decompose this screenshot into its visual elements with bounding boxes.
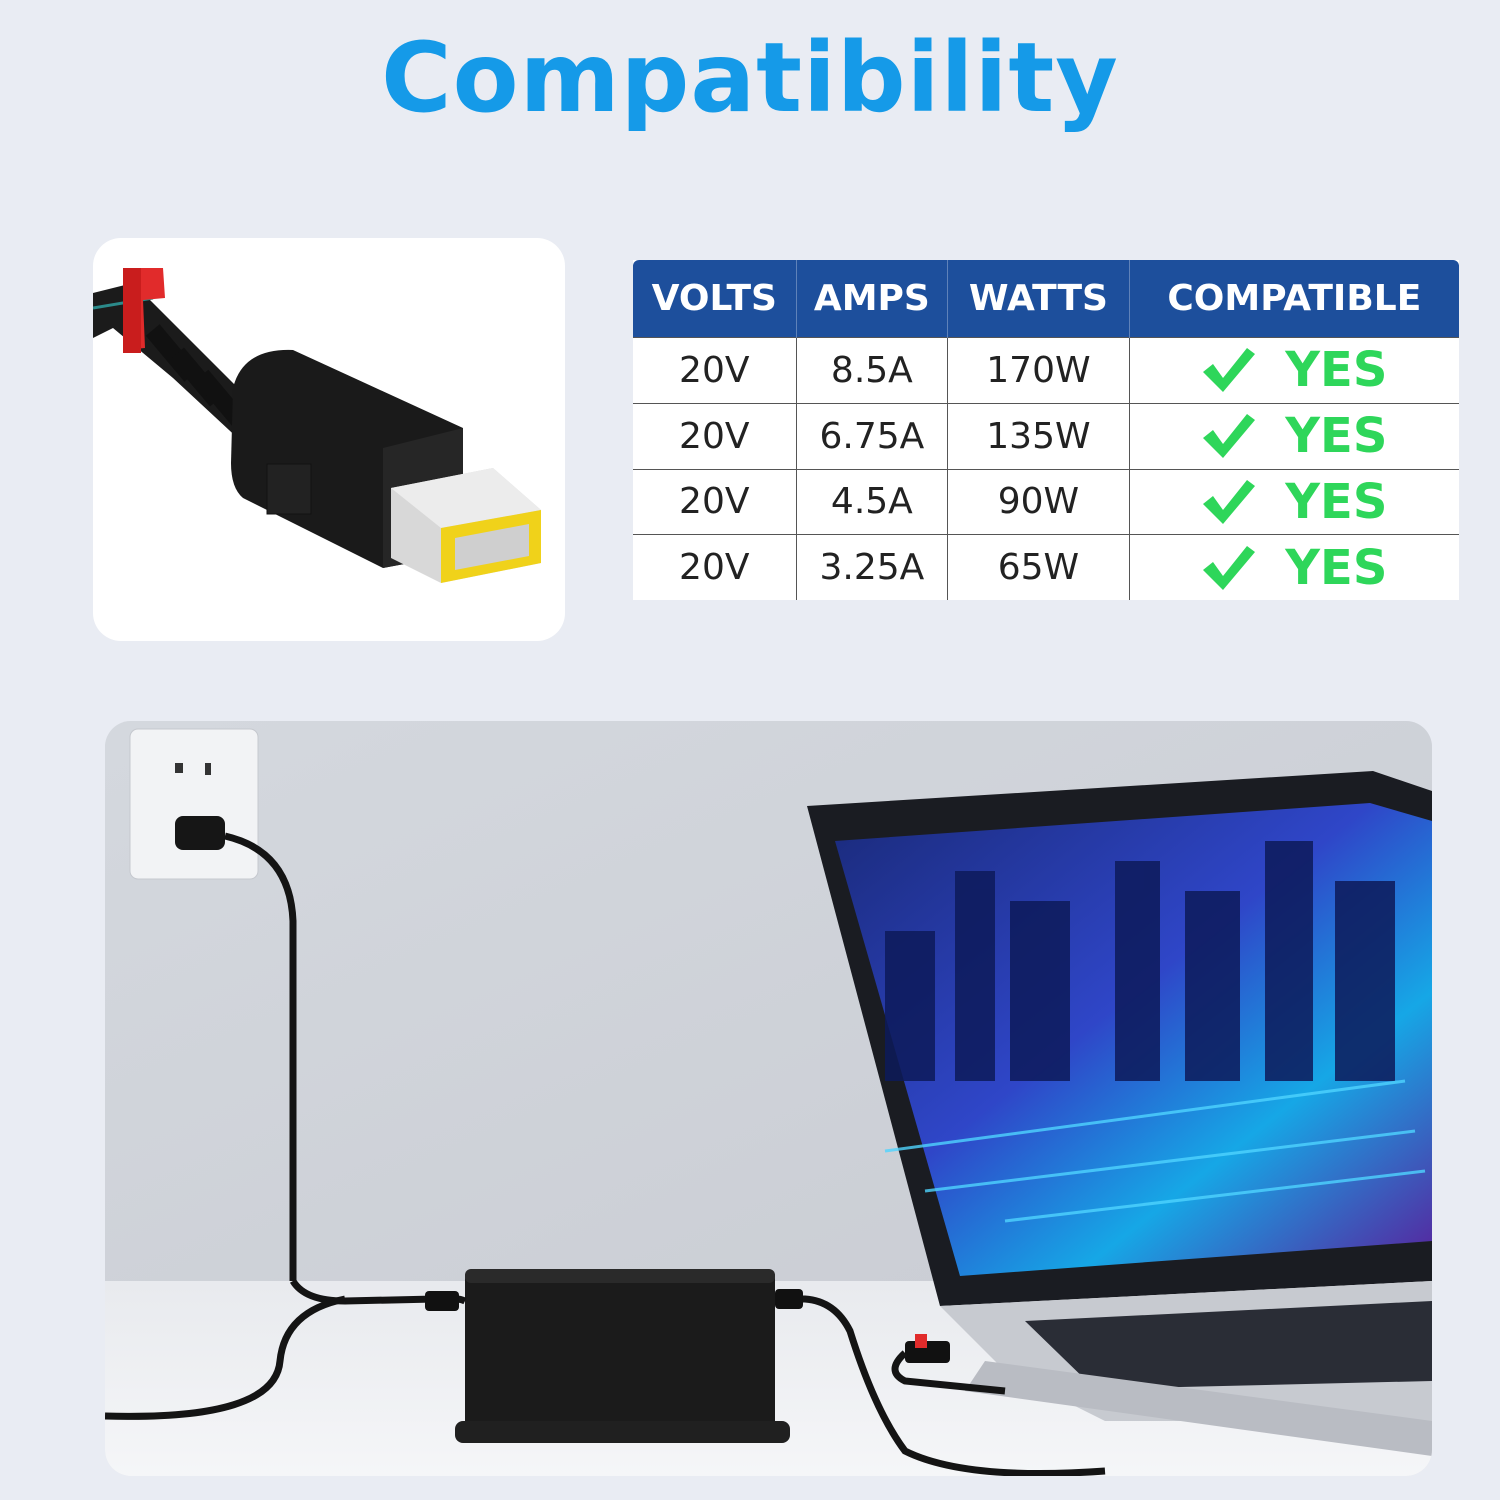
- compatible-cell: YES: [1128, 534, 1459, 600]
- compatible-value: YES: [1285, 539, 1388, 596]
- amps-cell: 6.75A: [795, 402, 948, 469]
- compatible-value: YES: [1285, 342, 1388, 399]
- table-row: 20V 6.75A 135W YES: [633, 402, 1459, 469]
- column-header-watts: WATTS: [947, 260, 1130, 338]
- watts-cell: 90W: [947, 468, 1130, 535]
- compatible-cell: YES: [1128, 402, 1459, 469]
- amps-cell: 3.25A: [795, 534, 948, 600]
- usage-scene-image: [105, 721, 1432, 1476]
- connector-closeup-image: [93, 238, 565, 641]
- watts-cell: 135W: [947, 402, 1130, 469]
- page-title: Compatibility: [381, 22, 1119, 134]
- compatible-cell: YES: [1128, 337, 1459, 404]
- column-header-volts: VOLTS: [633, 260, 797, 338]
- power-adapter-brick: [455, 1269, 790, 1443]
- check-icon: [1203, 479, 1256, 524]
- laptop-charging-scene: [105, 721, 1432, 1476]
- check-icon: [1203, 348, 1256, 393]
- check-icon: [1203, 545, 1256, 590]
- compatible-cell: YES: [1128, 468, 1459, 535]
- table-row: 20V 3.25A 65W YES: [633, 534, 1459, 600]
- table-row: 20V 8.5A 170W YES: [633, 337, 1459, 404]
- watts-cell: 170W: [947, 337, 1130, 404]
- wall-outlet: [129, 728, 259, 880]
- compatibility-table: VOLTS AMPS WATTS COMPATIBLE 20V 8.5A 170…: [633, 260, 1459, 600]
- volts-cell: 20V: [633, 402, 797, 469]
- volts-cell: 20V: [633, 534, 797, 600]
- laptop: [807, 771, 1432, 1456]
- check-icon: [1203, 414, 1256, 459]
- slim-tip-connector-illustration: [93, 268, 541, 583]
- amps-cell: 8.5A: [795, 337, 948, 404]
- table-row: 20V 4.5A 90W YES: [633, 468, 1459, 535]
- watts-cell: 65W: [947, 534, 1130, 600]
- table-header-row: VOLTS AMPS WATTS COMPATIBLE: [633, 260, 1459, 338]
- column-header-compatible: COMPATIBLE: [1128, 260, 1459, 338]
- compatible-value: YES: [1285, 473, 1388, 530]
- volts-cell: 20V: [633, 337, 797, 404]
- compatible-value: YES: [1285, 408, 1388, 465]
- volts-cell: 20V: [633, 468, 797, 535]
- amps-cell: 4.5A: [795, 468, 948, 535]
- column-header-amps: AMPS: [795, 260, 948, 338]
